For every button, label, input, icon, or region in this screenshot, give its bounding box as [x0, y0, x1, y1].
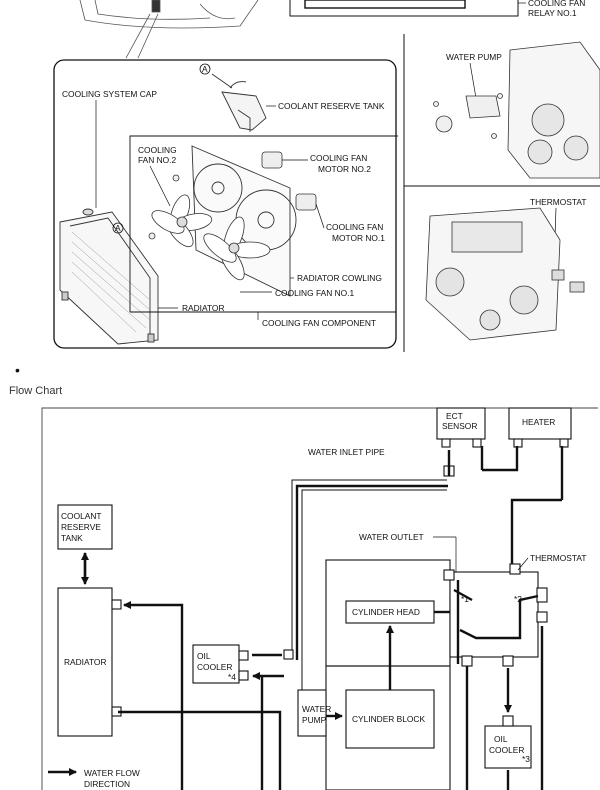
thermostat-label: THERMOSTAT — [530, 197, 586, 207]
coolant-tank-label-line2: RESERVE — [61, 522, 101, 532]
radiator-flow-label: RADIATOR — [64, 657, 107, 667]
coolant-reserve-tank-label: COOLANT RESERVE TANK — [278, 101, 385, 111]
coolant-tank-label-line1: COOLANT — [61, 511, 102, 521]
note-3: *3 — [522, 754, 530, 764]
relay-label-line1: COOLING FAN — [528, 0, 585, 8]
cylinder-block-box — [345, 689, 435, 749]
water-inlet-pipe-label: WATER INLET PIPE — [308, 447, 385, 457]
fan-motor-no2-label-line2: MOTOR NO.2 — [318, 164, 371, 174]
flow-chart — [41, 407, 598, 790]
relay-callout: COOLING FAN RELAY NO.1 — [289, 0, 585, 18]
fan-motor-sketches — [148, 151, 317, 240]
thermostat-flow-label: THERMOSTAT — [530, 553, 586, 563]
cooling-fan-no2-label-line2: FAN NO.2 — [138, 155, 177, 165]
engine-thermostat-sketch — [425, 207, 585, 341]
radiator-box — [57, 587, 113, 737]
water-pump-flow-label-line2: PUMP — [302, 715, 327, 725]
heater-label: HEATER — [522, 417, 555, 427]
flow-chart-labels: ECT SENSOR HEATER WATER INLET PIPE COOLA… — [61, 411, 586, 789]
cylinder-block-label: CYLINDER BLOCK — [352, 714, 425, 724]
radiator-cowling-label: RADIATOR COWLING — [297, 273, 382, 283]
oil-cooler-left-box — [192, 644, 240, 684]
ect-sensor-box — [436, 407, 486, 440]
bullet: • — [15, 362, 20, 378]
water-outlet-housing — [449, 571, 539, 658]
coolant-reserve-tank-box — [57, 504, 113, 550]
cooling-fan-no2-sketch — [151, 194, 213, 248]
cooling-fan-no1-label: COOLING FAN NO.1 — [275, 288, 354, 298]
legend-label-line1: WATER FLOW — [84, 768, 140, 778]
cooling-fan-component-label: COOLING FAN COMPONENT — [262, 318, 376, 328]
water-pump-sketch — [433, 41, 600, 179]
water-pump-flow-label-line1: WATER — [302, 704, 331, 714]
water-pump-label: WATER PUMP — [446, 52, 502, 62]
legend-label-line2: DIRECTION — [84, 779, 130, 789]
coolant-tank-label-line3: TANK — [61, 533, 83, 543]
cooling-fan-callout-box — [53, 59, 397, 349]
water-outlet-label: WATER OUTLET — [359, 532, 424, 542]
fan-motor-no1-label-line1: COOLING FAN — [326, 222, 383, 232]
radiator-label: RADIATOR — [182, 303, 225, 313]
note-1: *1 — [461, 594, 469, 604]
oil-cooler-left-label-line2: COOLER — [197, 662, 232, 672]
coolant-reserve-tank-sketch — [211, 73, 267, 132]
cylinder-head-label: CYLINDER HEAD — [352, 607, 420, 617]
cooling-fan-no1-sketch — [203, 216, 271, 281]
marker-a-top: A — [202, 64, 208, 74]
ect-sensor-label-line2: SENSOR — [442, 421, 477, 431]
oil-cooler-left-label-line1: OIL — [197, 651, 211, 661]
vehicle-front-sketch — [79, 0, 259, 59]
oil-cooler-right-label-line1: OIL — [494, 734, 508, 744]
heater-box — [508, 407, 572, 440]
fan-motor-no1-label-line2: MOTOR NO.1 — [332, 233, 385, 243]
fan-motor-no2-label-line1: COOLING FAN — [310, 153, 367, 163]
marker-a-radiator: A — [115, 223, 121, 233]
note-4: *4 — [228, 672, 236, 682]
oil-cooler-right-label-line2: COOLER — [489, 745, 524, 755]
note-2: *2 — [514, 594, 522, 604]
ect-sensor-label-line1: ECT — [446, 411, 463, 421]
cooling-system-cap-label: COOLING SYSTEM CAP — [62, 89, 157, 99]
component-illustration: COOLING FAN RELAY NO.1 A COOLANT RESERVE… — [53, 0, 600, 352]
relay-label-line2: RELAY NO.1 — [528, 8, 577, 18]
flow-chart-title: Flow Chart — [9, 385, 63, 397]
water-pump-box — [297, 689, 327, 737]
radiator-sketch — [59, 208, 159, 345]
cooling-fan-no2-label-line1: COOLING — [138, 145, 177, 155]
